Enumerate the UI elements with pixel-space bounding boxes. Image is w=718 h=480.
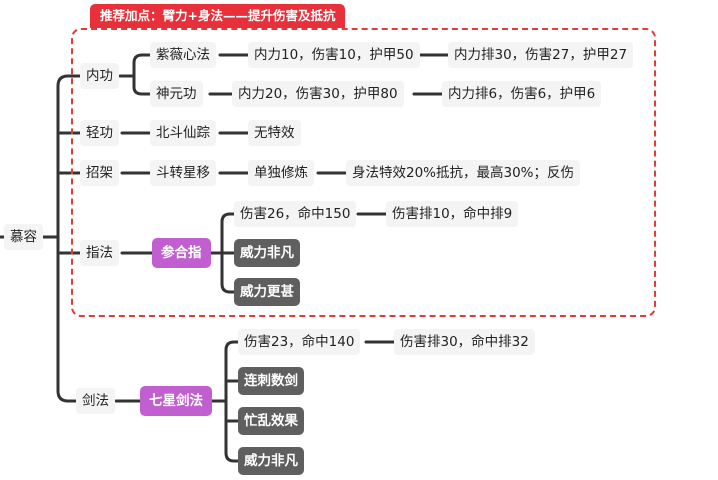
node-douzhuan: 斗转星移 xyxy=(150,160,216,186)
branch-zhaojia: 招架 xyxy=(80,160,119,186)
node-canhe-rank: 伤害排10，命中排9 xyxy=(386,201,519,227)
recommendation-banner: 推荐加点：臂力+身法——提升伤害及抵抗 xyxy=(90,4,346,28)
branch-neigong: 内功 xyxy=(80,63,119,89)
node-canhe-trait-2: 威力更甚 xyxy=(234,278,300,306)
node-shenyuan-stats: 内力20，伤害30，护甲80 xyxy=(232,81,404,107)
node-qixing: 七星剑法 xyxy=(140,386,212,416)
node-ziwei: 紫薇心法 xyxy=(150,42,216,68)
node-beidou: 北斗仙踪 xyxy=(150,120,216,146)
node-canhe: 参合指 xyxy=(152,238,211,268)
node-beidou-effect: 无特效 xyxy=(248,120,301,146)
node-shenyuan-rank: 内力排6，伤害6，护甲6 xyxy=(442,81,602,107)
branch-qinggong: 轻功 xyxy=(80,120,119,146)
node-canhe-stats: 伤害26，命中150 xyxy=(234,201,357,227)
node-shenyuan: 神元功 xyxy=(150,81,203,107)
recommended-region-border xyxy=(71,28,656,317)
branch-zhifa: 指法 xyxy=(80,240,119,266)
node-qixing-trait-2: 忙乱效果 xyxy=(238,407,304,435)
node-douzhuan-mode: 单独修炼 xyxy=(248,160,314,186)
root-node-murong: 慕容 xyxy=(4,224,43,250)
branch-jianfa: 剑法 xyxy=(76,388,115,414)
node-qixing-trait-1: 连刺数剑 xyxy=(238,367,304,395)
node-ziwei-stats: 内力10，伤害10，护甲50 xyxy=(248,42,420,68)
node-ziwei-rank: 内力排30，伤害27，护甲27 xyxy=(448,42,634,68)
node-douzhuan-effect: 身法特效20%抵抗，最高30%；反伤 xyxy=(346,160,581,186)
node-qixing-rank: 伤害排30，命中排32 xyxy=(394,329,535,355)
node-qixing-trait-3: 威力非凡 xyxy=(238,447,304,475)
node-qixing-stats: 伤害23，命中140 xyxy=(238,329,361,355)
node-canhe-trait-1: 威力非凡 xyxy=(234,239,300,267)
